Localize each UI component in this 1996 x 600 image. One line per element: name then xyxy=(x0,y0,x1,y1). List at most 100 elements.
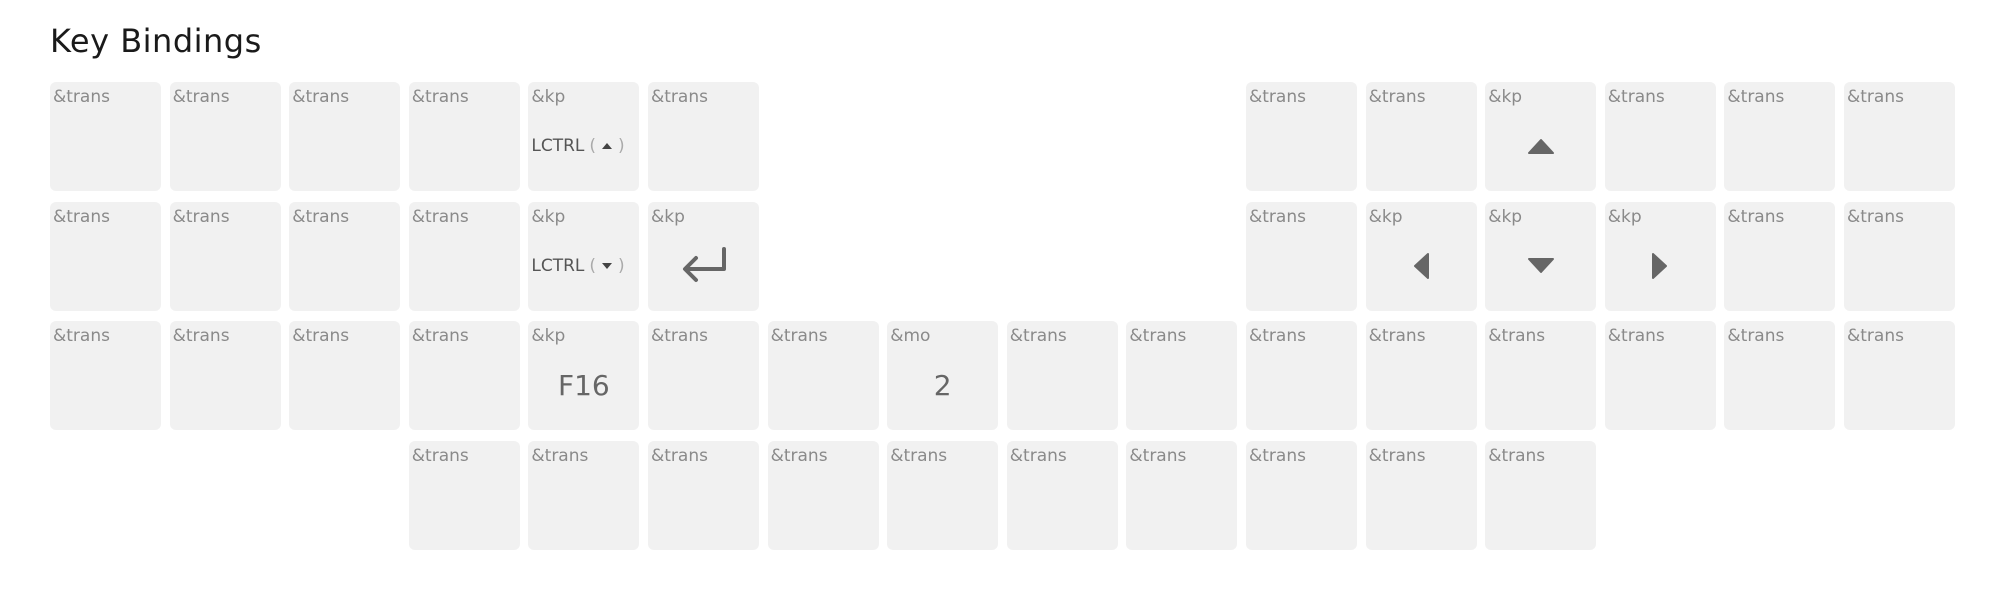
key-r2-c11[interactable]: &trans xyxy=(1365,321,1477,430)
key-behavior: &kp xyxy=(1607,206,1642,227)
modifier-label: LCTRL xyxy=(531,255,585,276)
caret-right-icon xyxy=(1605,246,1716,286)
key-r0-c13[interactable]: &trans xyxy=(1604,82,1716,191)
key-r2-c14[interactable]: &trans xyxy=(1724,321,1836,430)
key-r1-c13[interactable]: &kp xyxy=(1604,201,1716,311)
key-r3-c6[interactable]: &trans xyxy=(767,440,879,550)
key-behavior: &trans xyxy=(411,326,469,346)
key-behavior: &trans xyxy=(1727,326,1785,346)
key-r0-c1[interactable]: &trans xyxy=(169,82,281,191)
key-behavior: &trans xyxy=(651,87,708,107)
key-behavior: &trans xyxy=(770,326,828,346)
key-r0-c5[interactable]: &trans xyxy=(648,82,759,191)
key-r1-c1[interactable]: &trans xyxy=(169,201,281,311)
open-paren: ( xyxy=(589,255,597,276)
key-r2-c12[interactable]: &trans xyxy=(1485,321,1597,430)
key-param: LCTRL() xyxy=(528,246,639,286)
key-behavior: &trans xyxy=(1129,326,1187,346)
key-r0-c14[interactable]: &trans xyxy=(1724,82,1836,191)
key-behavior: &trans xyxy=(531,445,589,466)
key-behavior: &trans xyxy=(1368,445,1426,466)
key-r3-c4[interactable]: &trans xyxy=(528,440,640,550)
key-behavior: &trans xyxy=(1249,206,1306,227)
key-r0-c0[interactable]: &trans xyxy=(50,82,161,191)
key-r2-c2[interactable]: &trans xyxy=(289,321,401,430)
key-r2-c3[interactable]: &trans xyxy=(408,321,520,430)
key-behavior: &trans xyxy=(292,87,350,107)
key-behavior: &kp xyxy=(1488,206,1523,227)
key-r2-c6[interactable]: &trans xyxy=(767,321,879,430)
key-r1-c2[interactable]: &trans xyxy=(289,201,401,311)
key-behavior: &mo xyxy=(890,326,931,346)
key-behavior: &trans xyxy=(1129,445,1187,466)
key-behavior: &trans xyxy=(411,445,469,466)
key-r3-c5[interactable]: &trans xyxy=(648,440,759,550)
key-r0-c12[interactable]: &kp xyxy=(1485,82,1597,191)
key-r0-c10[interactable]: &trans xyxy=(1246,82,1357,191)
key-r0-c11[interactable]: &trans xyxy=(1365,82,1477,191)
key-behavior: &trans xyxy=(292,326,350,346)
key-r3-c8[interactable]: &trans xyxy=(1006,440,1118,550)
key-behavior: &kp xyxy=(531,326,566,346)
caret-left-icon xyxy=(1366,246,1477,286)
key-r3-c9[interactable]: &trans xyxy=(1126,440,1238,550)
caret-down-icon xyxy=(1485,246,1596,286)
key-behavior: &trans xyxy=(1249,445,1306,466)
key-behavior: &trans xyxy=(172,326,230,346)
open-paren: ( xyxy=(589,136,597,156)
key-behavior: &trans xyxy=(1009,326,1067,346)
key-r1-c15[interactable]: &trans xyxy=(1844,201,1955,311)
key-r1-c3[interactable]: &trans xyxy=(408,201,520,311)
key-behavior: &trans xyxy=(1488,445,1546,466)
key-r2-c13[interactable]: &trans xyxy=(1604,321,1716,430)
key-r1-c10[interactable]: &trans xyxy=(1246,201,1357,311)
key-r2-c10[interactable]: &trans xyxy=(1246,321,1357,430)
key-r1-c5[interactable]: &kp xyxy=(648,201,759,311)
key-r1-c11[interactable]: &kp xyxy=(1365,201,1477,311)
key-r2-c0[interactable]: &trans xyxy=(50,321,161,430)
key-r2-c8[interactable]: &trans xyxy=(1006,321,1118,430)
key-r2-c9[interactable]: &trans xyxy=(1126,321,1238,430)
key-r0-c15[interactable]: &trans xyxy=(1844,82,1955,191)
key-r2-c15[interactable]: &trans xyxy=(1844,321,1955,430)
key-behavior: &trans xyxy=(651,445,708,466)
key-r3-c12[interactable]: &trans xyxy=(1485,440,1597,550)
key-behavior: &trans xyxy=(172,206,230,227)
key-r1-c14[interactable]: &trans xyxy=(1724,201,1836,311)
key-behavior: &trans xyxy=(1847,326,1904,346)
caret-up-icon xyxy=(1485,126,1596,166)
return-icon xyxy=(648,246,759,286)
key-behavior: &trans xyxy=(890,445,948,466)
close-paren: ) xyxy=(618,136,625,156)
key-r3-c10[interactable]: &trans xyxy=(1246,440,1357,550)
key-r1-c12[interactable]: &kp xyxy=(1485,201,1597,311)
key-param: F16 xyxy=(558,368,610,402)
key-behavior: &trans xyxy=(53,87,110,107)
key-behavior: &trans xyxy=(53,326,110,346)
key-behavior: &trans xyxy=(770,445,828,466)
key-r0-c3[interactable]: &trans xyxy=(408,82,520,191)
key-behavior: &trans xyxy=(1727,87,1785,107)
key-behavior: &trans xyxy=(53,206,110,227)
key-behavior: &trans xyxy=(1727,206,1785,227)
key-behavior: &kp xyxy=(531,206,566,227)
key-behavior: &trans xyxy=(1488,326,1546,346)
key-behavior: &trans xyxy=(172,87,230,107)
key-r1-c0[interactable]: &trans xyxy=(50,201,161,311)
key-r2-c1[interactable]: &trans xyxy=(169,321,281,430)
page-title: Key Bindings xyxy=(50,22,262,60)
key-r3-c3[interactable]: &trans xyxy=(408,440,520,550)
key-r3-c11[interactable]: &trans xyxy=(1365,440,1477,550)
key-r3-c7[interactable]: &trans xyxy=(887,440,999,550)
modifier-label: LCTRL xyxy=(531,136,585,156)
key-behavior: &trans xyxy=(411,87,469,107)
key-behavior: &trans xyxy=(411,206,469,227)
key-r0-c2[interactable]: &trans xyxy=(289,82,401,191)
key-behavior: &kp xyxy=(651,206,685,227)
key-r2-c5[interactable]: &trans xyxy=(648,321,759,430)
